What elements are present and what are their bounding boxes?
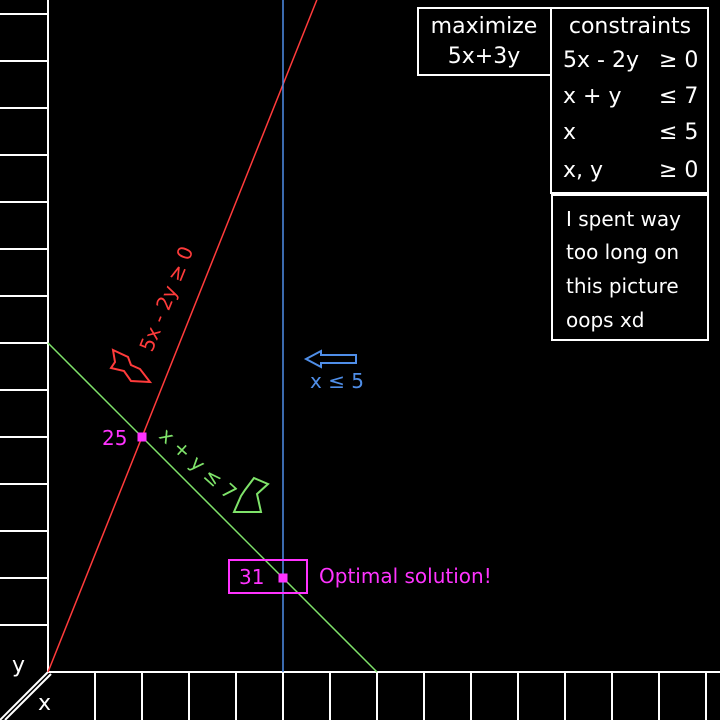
note-line: I spent way <box>566 207 681 231</box>
objective-title: maximize <box>431 14 538 39</box>
constraint-row: x, y ≥ 0 <box>563 158 698 183</box>
constraint-row: x ≤ 5 <box>563 120 698 145</box>
constraint-op: ≤ 7 <box>659 84 698 109</box>
constraints-box <box>550 7 709 194</box>
red-arrow-icon <box>109 348 153 384</box>
constraint-lhs: 5x - 2y <box>563 48 639 73</box>
objective-box <box>417 7 552 76</box>
constraints-header: constraints <box>569 14 691 39</box>
blue-line-label: x ≤ 5 <box>310 369 364 393</box>
constraint-line-green <box>47 342 378 673</box>
optimal-caption: Optimal solution! <box>319 564 492 588</box>
constraint-lhs: x, y <box>563 158 603 183</box>
optimal-point <box>278 573 288 583</box>
note-line: too long on <box>566 240 679 264</box>
red-line-label: 5x - 2y ≥ 0 <box>134 243 198 355</box>
note-line: this picture <box>566 274 679 298</box>
constraint-op: ≥ 0 <box>659 48 698 73</box>
green-arrow-icon <box>232 476 270 513</box>
constraint-op: ≤ 5 <box>659 120 698 145</box>
constraint-op: ≥ 0 <box>659 158 698 183</box>
intersection-value: 25 <box>102 426 127 450</box>
constraint-line-red <box>47 0 318 673</box>
note-box <box>551 194 709 341</box>
x-axis-label: x <box>38 691 51 716</box>
optimal-box <box>228 559 308 594</box>
constraint-row: x + y ≤ 7 <box>563 84 698 109</box>
constraint-lhs: x + y <box>563 84 621 109</box>
objective-expression: 5x+3y <box>448 44 520 69</box>
axis-ticks <box>0 13 707 720</box>
constraint-row: 5x - 2y ≥ 0 <box>563 48 698 73</box>
blue-arrow-icon <box>303 349 357 369</box>
note-line: oops xd <box>566 308 644 332</box>
optimal-value: 31 <box>239 565 264 589</box>
axis-corner-diagonal-2 <box>4 673 52 720</box>
intersection-point <box>137 432 147 442</box>
axis-corner-diagonal <box>0 671 49 720</box>
y-axis-label: y <box>12 653 25 678</box>
constraint-lhs: x <box>563 120 576 145</box>
